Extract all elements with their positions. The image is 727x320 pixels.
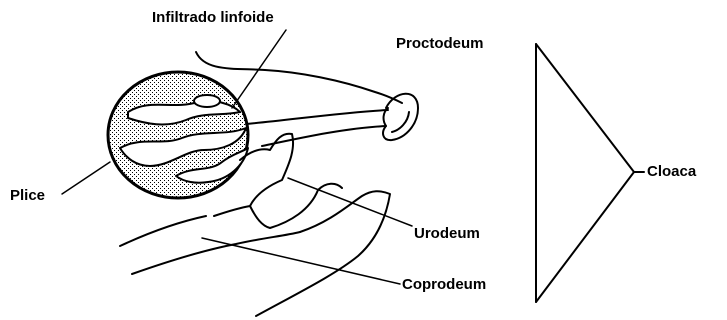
label-coprodeum: Coprodeum xyxy=(402,277,486,292)
lower-contour-1 xyxy=(120,216,206,246)
label-urodeum: Urodeum xyxy=(414,226,480,241)
proctodeum-inner xyxy=(392,112,409,132)
plice-structure xyxy=(108,72,248,198)
lower-contour-2 xyxy=(132,232,300,274)
pointer-plice xyxy=(62,162,110,194)
label-proctodeum: Proctodeum xyxy=(396,36,484,51)
cloaca-bracket xyxy=(536,44,634,302)
canal-upper xyxy=(246,110,388,124)
proctodeum-outline xyxy=(383,94,418,140)
lymphoid-nodule xyxy=(194,95,220,107)
pointer-urodeum xyxy=(288,178,412,226)
pointer-coprodeum xyxy=(202,238,400,284)
label-infiltrado-linfoide: Infiltrado linfoide xyxy=(152,10,274,25)
label-plice: Plice xyxy=(10,188,45,203)
label-cloaca: Cloaca xyxy=(647,164,696,179)
